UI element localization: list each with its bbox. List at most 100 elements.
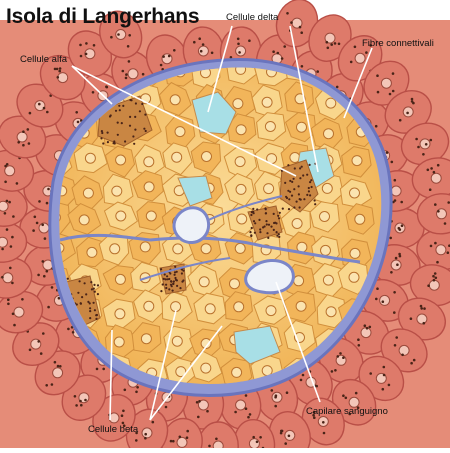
acinar-nucleus xyxy=(142,428,152,438)
alpha-granule xyxy=(134,116,136,118)
zymogen-granule xyxy=(125,77,128,80)
beta-nucleus xyxy=(326,98,336,108)
zymogen-granule xyxy=(434,272,437,275)
acinar-nucleus xyxy=(355,53,365,63)
zymogen-granule xyxy=(135,439,138,442)
zymogen-granule xyxy=(12,215,15,218)
zymogen-granule xyxy=(434,203,437,206)
alpha-granule xyxy=(264,207,266,209)
zymogen-granule xyxy=(27,128,30,131)
alpha-granule xyxy=(107,132,109,134)
zymogen-granule xyxy=(57,76,60,79)
beta-nucleus xyxy=(349,272,359,282)
alpha-granule xyxy=(252,208,254,210)
acinar-nucleus xyxy=(391,186,401,196)
zymogen-granule xyxy=(4,181,7,184)
zymogen-granule xyxy=(337,355,340,358)
zymogen-granule xyxy=(394,199,397,202)
zymogen-granule xyxy=(420,305,423,308)
zymogen-granule xyxy=(377,91,380,94)
alpha-granule xyxy=(79,280,81,282)
zymogen-granule xyxy=(37,274,40,277)
beta-nucleus xyxy=(172,336,182,346)
zymogen-granule xyxy=(237,38,240,41)
zymogen-granule xyxy=(152,421,155,424)
beta-nucleus xyxy=(321,245,331,255)
beta-nucleus xyxy=(202,152,212,162)
acinar-nucleus xyxy=(431,173,441,183)
alpha-granule xyxy=(135,102,137,104)
zymogen-granule xyxy=(423,322,426,325)
beta-nucleus xyxy=(292,219,302,229)
alpha-granule xyxy=(160,268,162,270)
acinar-nucleus xyxy=(429,280,439,290)
alpha-granule xyxy=(273,222,275,224)
acinar-nucleus xyxy=(53,368,63,378)
alpha-granule xyxy=(114,142,116,144)
alpha-granule xyxy=(291,181,293,183)
beta-nucleus xyxy=(324,129,334,139)
alpha-granule xyxy=(278,236,280,238)
zymogen-granule xyxy=(47,306,50,309)
zymogen-granule xyxy=(399,119,402,122)
alpha-granule xyxy=(265,220,267,222)
zymogen-granule xyxy=(54,361,57,364)
alpha-granule xyxy=(256,208,258,210)
zymogen-granule xyxy=(117,33,120,36)
zymogen-granule xyxy=(417,146,420,149)
beta-nucleus xyxy=(323,275,333,285)
alpha-granule xyxy=(90,281,92,283)
acinar-nucleus xyxy=(3,273,13,283)
zymogen-granule xyxy=(412,102,415,105)
beta-nucleus xyxy=(236,125,246,135)
alpha-granule xyxy=(288,198,290,200)
zymogen-granule xyxy=(72,331,75,334)
alpha-granule xyxy=(174,271,176,273)
zymogen-granule xyxy=(369,326,372,329)
zymogen-granule xyxy=(46,202,49,205)
zymogen-granule xyxy=(122,410,125,413)
zymogen-granule xyxy=(92,91,95,94)
alpha-granule xyxy=(259,228,261,230)
zymogen-granule xyxy=(280,430,283,433)
zymogen-granule xyxy=(400,201,403,204)
beta-nucleus xyxy=(266,306,276,316)
alpha-granule xyxy=(278,233,280,235)
zymogen-granule xyxy=(444,222,447,225)
alpha-granule xyxy=(166,275,168,277)
alpha-granule xyxy=(266,223,268,225)
zymogen-granule xyxy=(300,379,303,382)
zymogen-granule xyxy=(186,430,189,433)
alpha-granule xyxy=(94,309,96,311)
zymogen-granule xyxy=(413,359,416,362)
zymogen-granule xyxy=(401,224,404,227)
alpha-granule xyxy=(101,132,103,134)
zymogen-granule xyxy=(423,307,426,310)
acinar-nucleus xyxy=(417,314,427,324)
zymogen-granule xyxy=(393,311,396,314)
zymogen-granule xyxy=(8,201,11,204)
beta-nucleus xyxy=(235,243,245,253)
zymogen-granule xyxy=(427,169,430,172)
zymogen-granule xyxy=(354,46,357,49)
alpha-granule xyxy=(89,310,91,312)
zymogen-granule xyxy=(42,332,45,335)
zymogen-granule xyxy=(432,275,435,278)
zymogen-granule xyxy=(336,86,339,89)
label-fibre-connettivali: Fibre connettivali xyxy=(362,38,434,49)
zymogen-granule xyxy=(29,112,32,115)
zymogen-granule xyxy=(331,370,334,373)
alpha-granule xyxy=(267,237,269,239)
zymogen-granule xyxy=(79,44,82,47)
zymogen-granule xyxy=(237,43,240,46)
alpha-granule xyxy=(80,303,82,305)
zymogen-granule xyxy=(389,93,392,96)
alpha-granule xyxy=(258,219,260,221)
acinar-nucleus xyxy=(198,46,208,56)
beta-nucleus xyxy=(297,122,307,132)
beta-nucleus xyxy=(172,152,182,162)
zymogen-granule xyxy=(193,41,196,44)
zymogen-granule xyxy=(1,276,4,279)
zymogen-granule xyxy=(84,399,87,402)
zymogen-granule xyxy=(429,188,432,191)
